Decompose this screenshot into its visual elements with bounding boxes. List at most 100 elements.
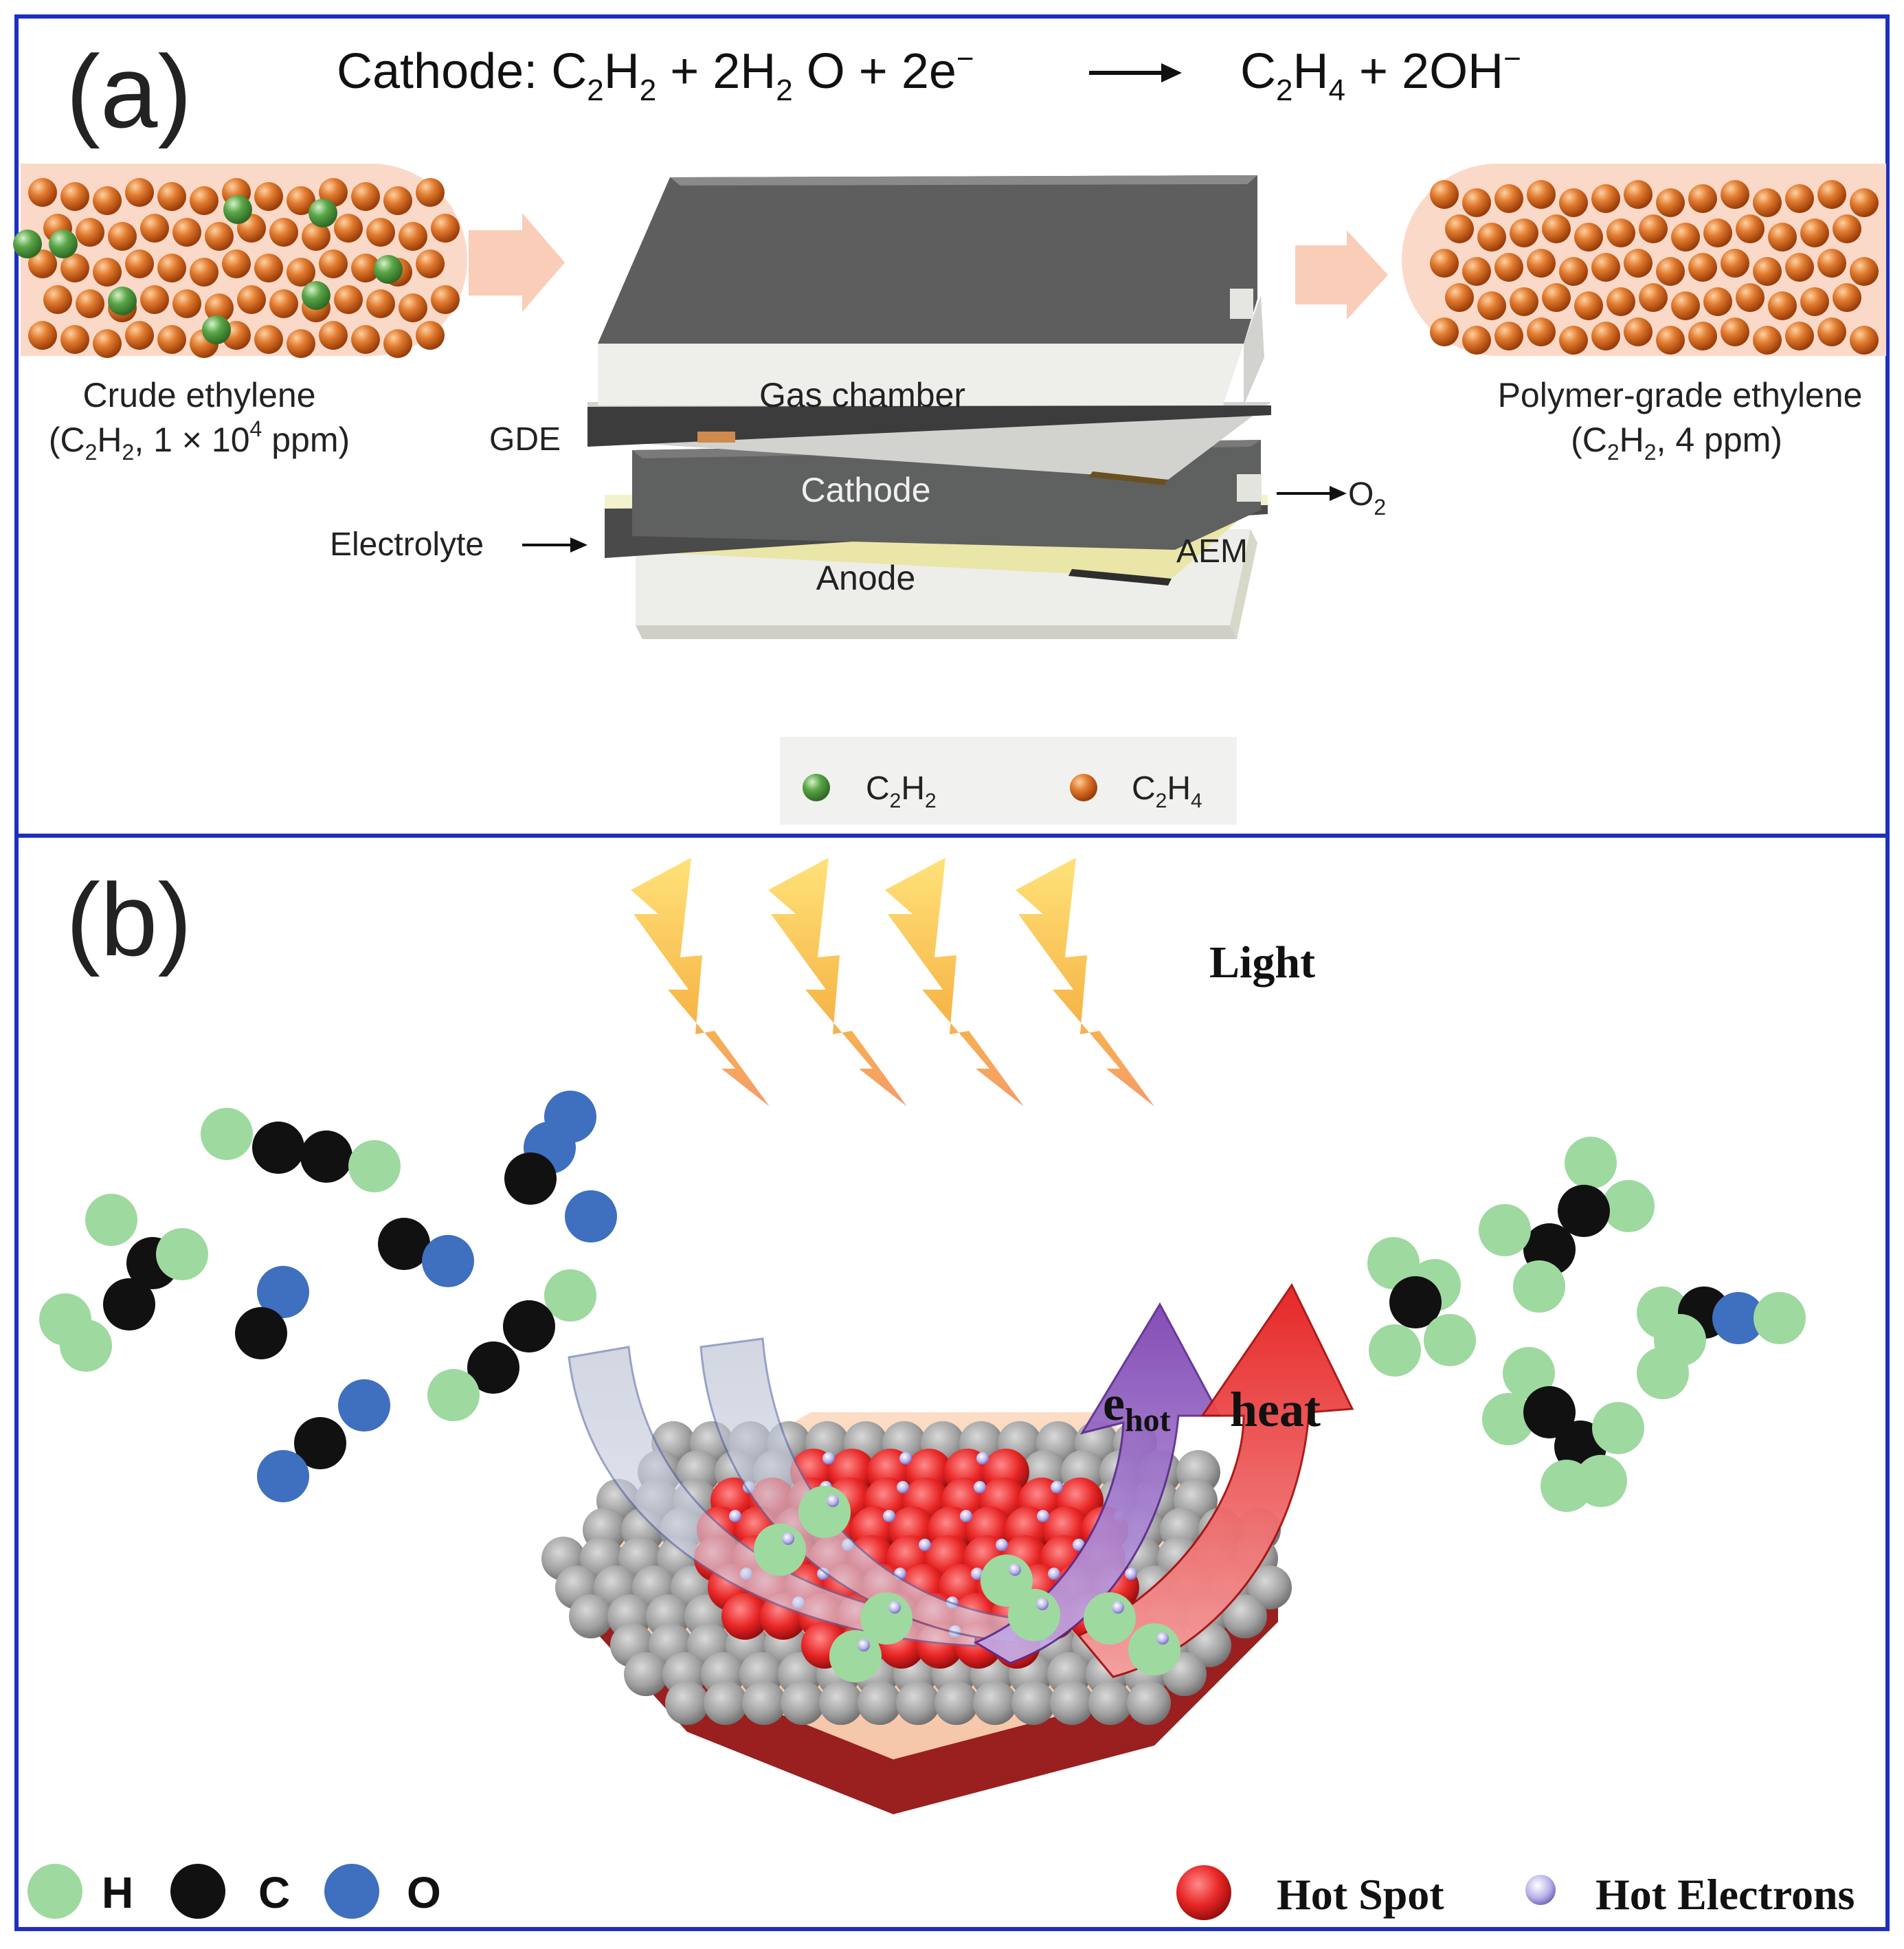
svg-text:Cathode: C2H2 + 2H2 O + 2e−: Cathode: C2H2 + 2H2 O + 2e− — [337, 42, 974, 107]
c2h4-molecule — [383, 329, 412, 358]
c2h4-molecule — [205, 222, 234, 251]
catalyst-atom — [569, 1594, 613, 1638]
catalyst-atom — [1223, 1594, 1267, 1638]
oxygen-atom — [257, 1266, 309, 1318]
c2h4-molecule — [157, 182, 186, 211]
c2h4-molecule — [1462, 257, 1491, 286]
light-label: Light — [1209, 937, 1315, 988]
legend-c2h2-ball — [803, 774, 830, 801]
hydrogen-atom — [1637, 1347, 1689, 1399]
legend-c-label: C — [258, 1868, 290, 1917]
c2h4-molecule — [28, 178, 57, 207]
c2h4-molecule — [1494, 253, 1523, 282]
hydrogen-atom — [1367, 1237, 1420, 1289]
electrolyte-label: Electrolyte — [330, 526, 484, 563]
hydrogen-atom — [1008, 1589, 1060, 1641]
hot-electron — [1156, 1632, 1169, 1645]
carbon-atom — [103, 1278, 155, 1330]
hydrogen-atom — [1128, 1623, 1180, 1675]
c2h4-molecule — [1721, 318, 1749, 346]
catalyst-atom — [624, 1652, 668, 1696]
c2h4-molecule — [28, 249, 57, 278]
c2h4-molecule — [1850, 257, 1879, 286]
heat-arrow: heat — [1077, 1283, 1354, 1678]
c2h4-molecule — [1817, 318, 1846, 346]
hydrogen-atom — [348, 1140, 401, 1192]
c2h4-molecule — [319, 249, 348, 278]
c2h4-molecule — [1510, 219, 1538, 247]
hot-electron — [1036, 1598, 1049, 1610]
oxygen-atom — [565, 1190, 617, 1243]
hot-spot — [721, 1593, 768, 1640]
o2-label: O2 — [1348, 476, 1386, 520]
c2h4-molecule — [1688, 322, 1717, 350]
c2h4-molecule — [1688, 184, 1717, 213]
c2h4-molecule — [1768, 223, 1797, 252]
hot-electron — [1048, 1568, 1060, 1580]
legend-c2h4-ball — [1070, 774, 1097, 801]
hot-electron — [1037, 1510, 1049, 1522]
c2h4-molecule — [1753, 257, 1782, 286]
c2h4-molecule — [1785, 253, 1814, 282]
c2h4-molecule — [1736, 214, 1765, 243]
carbon-atom — [504, 1152, 557, 1205]
c2h2-molecule — [49, 230, 78, 258]
c2h4-molecule — [1494, 184, 1523, 213]
c2h4-molecule — [351, 325, 380, 354]
c2h4-molecule — [1462, 326, 1491, 355]
catalyst-atom — [704, 1681, 748, 1725]
c2h4-molecule — [60, 325, 89, 354]
hot-electron — [729, 1510, 741, 1522]
hot-electron — [919, 1539, 931, 1551]
hot-electron — [1125, 1568, 1137, 1580]
c2h4-molecule — [205, 293, 234, 322]
c2h4-molecule — [1785, 184, 1814, 213]
o2-arrow — [1277, 486, 1347, 501]
heat-label: heat — [1230, 1382, 1321, 1437]
c2h4-molecule — [1494, 322, 1523, 350]
product-molecules — [1367, 1137, 1806, 1512]
gas-chamber-label: Gas chamber — [759, 376, 965, 414]
c2h4-molecule — [1736, 283, 1765, 312]
c2h4-molecule — [190, 186, 219, 215]
hydrogen-atom — [427, 1369, 480, 1421]
c2h4-molecule — [125, 178, 154, 207]
c2h4-molecule — [1800, 287, 1829, 316]
carbon-atom — [252, 1122, 304, 1174]
legend-c-ball — [170, 1864, 225, 1919]
c2h4-molecule — [1559, 257, 1588, 286]
c2h4-molecule — [1624, 318, 1653, 346]
hydrogen-atom — [1084, 1592, 1136, 1645]
c2h4-molecule — [172, 289, 201, 318]
lightning-bolts — [631, 858, 1154, 1106]
outlet-title: Polymer-grade ethylene — [1498, 376, 1863, 414]
c2h4-molecule — [1833, 283, 1861, 312]
c2h4-molecule — [302, 222, 331, 251]
hydrogen-atom — [1482, 1393, 1534, 1445]
c2h4-molecule — [1606, 287, 1635, 316]
hydrogen-atom — [1503, 1347, 1555, 1399]
hydrogen-atom — [754, 1524, 806, 1576]
hydrogen-atom — [1602, 1180, 1655, 1232]
catalyst-atom — [934, 1681, 978, 1725]
c2h4-molecule — [1624, 180, 1653, 209]
hot-electron — [899, 1452, 912, 1464]
c2h4-molecule — [1477, 223, 1506, 252]
c2h4-molecule — [125, 249, 154, 278]
catalyst-atom — [665, 1681, 709, 1725]
c2h4-molecule — [1817, 249, 1846, 278]
outlet-subtitle: (C2H2, 4 ppm) — [1571, 421, 1782, 465]
c2h2-molecule — [309, 199, 337, 227]
e-hot-label: ehot — [1103, 1376, 1171, 1438]
hot-electron — [1112, 1601, 1124, 1614]
hot-electron — [883, 1510, 895, 1522]
lightning-bolt — [1016, 858, 1154, 1106]
aem-label: AEM — [1176, 533, 1248, 570]
hot-electron — [996, 1539, 1008, 1551]
c2h4-molecule — [269, 218, 298, 247]
c2h4-molecule — [60, 254, 89, 282]
c2h4-molecule — [1591, 322, 1620, 350]
carbon-atom — [378, 1218, 430, 1270]
